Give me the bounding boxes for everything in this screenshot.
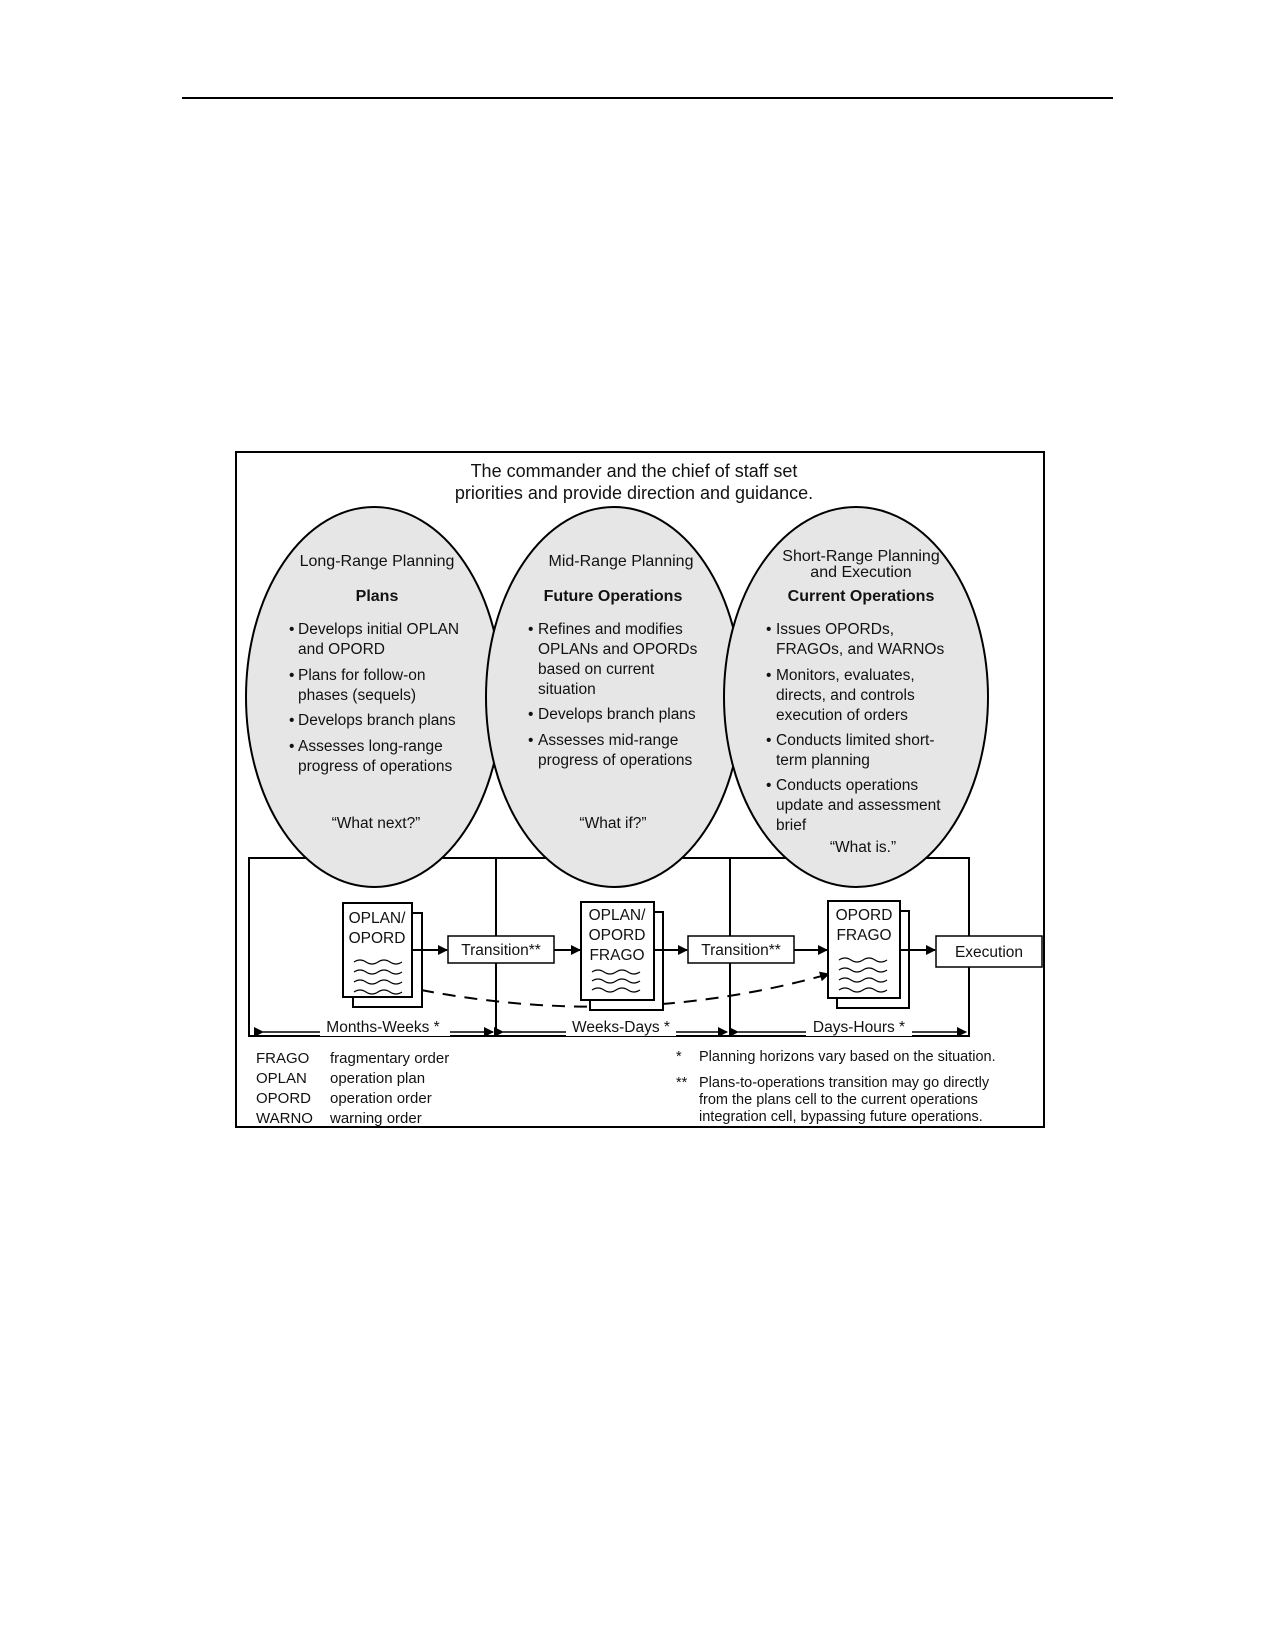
- note-2-mark: **: [676, 1075, 688, 1091]
- cell-3-bullet-4-line-3: brief: [776, 817, 807, 834]
- note-2-line-2: from the plans cell to the current opera…: [699, 1092, 978, 1108]
- cell-1-bullet-1-dot: •: [289, 621, 294, 638]
- transition-box-1-label: Transition**: [461, 942, 541, 959]
- document-2-text-lines: [591, 969, 641, 993]
- cell-2-role: Future Operations: [544, 588, 683, 605]
- cell-3-bullet-3-dot: •: [766, 732, 771, 749]
- header-line-1: The commander and the chief of staff set: [471, 461, 798, 481]
- cell-2-bullet-3-dot: •: [528, 732, 533, 749]
- cell-1-bullet-3-line-1: Develops branch plans: [298, 712, 456, 729]
- horizon-label-3-bg: [806, 1018, 912, 1036]
- horizon-label-1-bg: [320, 1018, 450, 1036]
- cell-1-bullet-1-line-1: Develops initial OPLAN: [298, 621, 459, 638]
- cell-1-bullet-1-line-2: and OPORD: [298, 641, 385, 658]
- cell-2-bullet-2-line-1: Develops branch plans: [538, 706, 696, 723]
- cell-1-bullet-4-line-2: progress of operations: [298, 758, 452, 775]
- cell-2-title: Mid-Range Planning: [549, 553, 694, 570]
- horizon-label-2: Weeks-Days *: [572, 1019, 670, 1036]
- cell-3-bullet-4-line-2: update and assessment: [776, 797, 941, 814]
- cell-1-bullet-2-dot: •: [289, 667, 294, 684]
- legend-meaning-3: operation order: [330, 1090, 432, 1107]
- cell-3-quote: “What is.”: [830, 839, 896, 856]
- horizon-label-2-bg: [566, 1018, 676, 1036]
- legend-abbr-4: WARNO: [256, 1110, 313, 1127]
- cell-2-bullet-2-dot: •: [528, 706, 533, 723]
- note-1-line-1: Planning horizons vary based on the situ…: [699, 1049, 996, 1065]
- horizon-label-3: Days-Hours *: [813, 1019, 905, 1036]
- document-1-line-2: OPORD: [349, 930, 406, 947]
- document-2-line-2: OPORD: [589, 927, 646, 944]
- document-2-line-1: OPLAN/: [589, 907, 647, 924]
- cell-2-bullet-1-line-3: based on current: [538, 661, 655, 678]
- cell-3-bullet-1-line-2: FRAGOs, and WARNOs: [776, 641, 944, 658]
- cell-3-title-line-1: Short-Range Planning: [782, 548, 939, 565]
- cell-2-bullet-1-line-2: OPLANs and OPORDs: [538, 641, 698, 658]
- cell-3-bullet-2-line-1: Monitors, evaluates,: [776, 667, 915, 684]
- cell-1-bullet-4-dot: •: [289, 738, 294, 755]
- cell-2-bullet-1-line-1: Refines and modifies: [538, 621, 683, 638]
- transition-box-2-label: Transition**: [701, 942, 781, 959]
- cell-3-bullet-3-line-1: Conducts limited short-: [776, 732, 935, 749]
- note-2-line-1: Plans-to-operations transition may go di…: [699, 1075, 990, 1091]
- document-3-text-lines: [838, 957, 888, 993]
- legend-meaning-4: warning order: [329, 1110, 422, 1127]
- horizon-label-1: Months-Weeks *: [326, 1019, 439, 1036]
- cell-3-bullet-3-line-2: term planning: [776, 752, 870, 769]
- cell-3-role: Current Operations: [788, 588, 935, 605]
- cell-2-bullet-1-dot: •: [528, 621, 533, 638]
- legend-abbr-1: FRAGO: [256, 1050, 309, 1067]
- execution-box: [935, 935, 1043, 968]
- transition-box-2: [687, 935, 795, 964]
- cell-3-bullet-4-dot: •: [766, 777, 771, 794]
- cell-1-title: Long-Range Planning: [300, 553, 455, 570]
- cell-3-bullet-2-dot: •: [766, 667, 771, 684]
- document-3-line-1: OPORD: [836, 907, 893, 924]
- legend-meaning-1: fragmentary order: [330, 1050, 449, 1067]
- cell-1-bullet-2-line-1: Plans for follow-on: [298, 667, 426, 684]
- cell-3-bullet-1-line-1: Issues OPORDs,: [776, 621, 894, 638]
- cell-2-bullet-3-line-2: progress of operations: [538, 752, 692, 769]
- document-oplan-opord: OPLAN/ OPORD: [342, 902, 423, 1008]
- legend-abbr-2: OPLAN: [256, 1070, 307, 1087]
- document-1-line-1: OPLAN/: [349, 910, 407, 927]
- note-2-line-3: integration cell, bypassing future opera…: [699, 1109, 983, 1125]
- oval-short-range: [723, 506, 989, 888]
- cell-3-bullet-4-line-1: Conducts operations: [776, 777, 918, 794]
- cell-1-quote: “What next?”: [332, 815, 421, 832]
- cell-2-bullet-3-line-1: Assesses mid-range: [538, 732, 678, 749]
- document-1-text-lines: [353, 959, 403, 995]
- document-2-line-3: FRAGO: [589, 947, 644, 964]
- cell-1-bullet-2-line-2: phases (sequels): [298, 687, 416, 704]
- document-3-line-2: FRAGO: [836, 927, 891, 944]
- legend-meaning-2: operation plan: [330, 1070, 425, 1087]
- cell-2-bullet-1-line-4: situation: [538, 681, 596, 698]
- cell-1-role: Plans: [356, 588, 399, 605]
- note-1-mark: *: [676, 1049, 682, 1065]
- cell-1-bullet-4-line-1: Assesses long-range: [298, 738, 443, 755]
- cell-3-bullet-1-dot: •: [766, 621, 771, 638]
- top-rule: [182, 97, 1113, 99]
- legend-abbr-3: OPORD: [256, 1090, 311, 1107]
- cell-3-title-line-2: and Execution: [810, 564, 911, 581]
- document-opord-frago: OPORD FRAGO: [827, 900, 910, 1009]
- cell-2-quote: “What if?”: [579, 815, 646, 832]
- document-oplan-opord-frago: OPLAN/ OPORD FRAGO: [580, 901, 664, 1011]
- cell-3-bullet-2-line-3: execution of orders: [776, 707, 908, 724]
- execution-box-label: Execution: [955, 944, 1023, 961]
- cell-1-bullet-3-dot: •: [289, 712, 294, 729]
- header-line-2: priorities and provide direction and gui…: [455, 483, 813, 503]
- cell-3-bullet-2-line-2: directs, and controls: [776, 687, 915, 704]
